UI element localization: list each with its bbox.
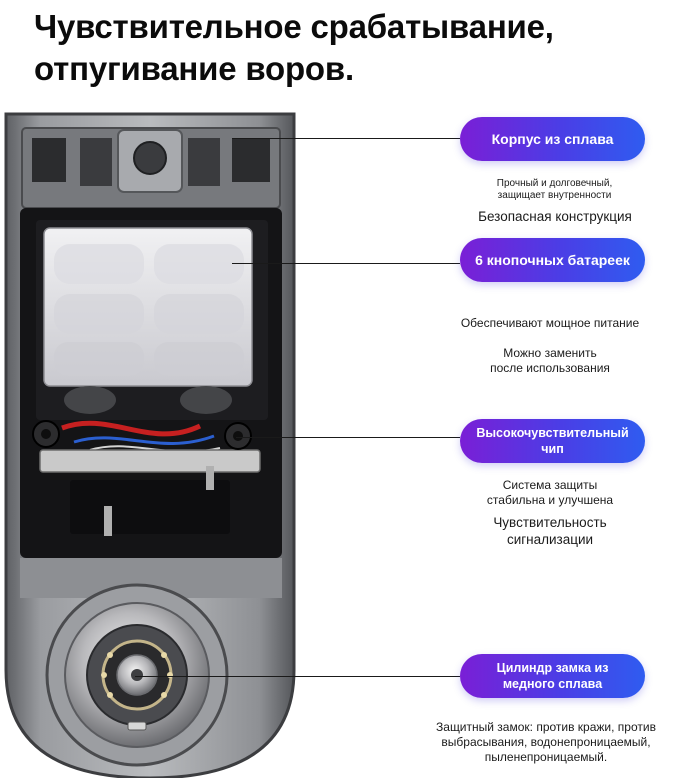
housing-subtitle: Безопасная конструкция xyxy=(478,209,632,224)
housing-caption-line-1: Прочный и долговечный, xyxy=(496,178,613,189)
leader-line-chip xyxy=(236,437,460,438)
headline: Чувствительное срабатывание, отпугивание… xyxy=(34,6,654,90)
cylinder-caption: Защитный замок: против кражи, против выб… xyxy=(420,720,672,765)
chip-subtitle-line-2: сигнализации xyxy=(506,532,594,547)
chip-caption-line-2: стабильна и улучшена xyxy=(486,493,614,507)
headline-line-1: Чувствительное срабатывание, xyxy=(34,8,554,45)
batteries-label: 6 кнопочных батареек xyxy=(475,252,630,268)
headline-line-2: отпугивание воров. xyxy=(34,50,354,87)
cylinder-caption-line-3: пыленепроницаемый. xyxy=(484,750,608,764)
chip-subtitle: Чувствительность сигнализации xyxy=(440,514,660,548)
batteries-subtitle: Можно заменить после использования xyxy=(440,346,660,376)
batteries-caption: Обеспечивают мощное питание xyxy=(460,316,640,330)
chip-label: Высокочувствительный чип xyxy=(476,426,629,456)
housing-label: Корпус из сплава xyxy=(491,131,614,147)
housing-caption: Прочный и долговечный, защищает внутренн… xyxy=(452,178,657,202)
batteries-subtitle-line-2: после использования xyxy=(490,361,610,375)
batteries-label-pill: 6 кнопочных батареек xyxy=(460,238,645,282)
cylinder-caption-line-1: Защитный замок: против кражи, против xyxy=(436,720,656,734)
cylinder-label-pill: Цилиндр замка из медного сплава xyxy=(460,654,645,698)
cylinder-label-line-1: Цилиндр замка из xyxy=(496,661,609,675)
leader-line-cylinder xyxy=(135,676,460,677)
housing-caption-line-2: защищает внутренности xyxy=(497,190,612,201)
leader-line-housing xyxy=(232,138,460,139)
housing-label-pill: Корпус из сплава xyxy=(460,117,645,161)
cylinder-label: Цилиндр замка из медного сплава xyxy=(497,660,609,692)
alarm-lock-illustration xyxy=(4,112,296,778)
chip-label-pill: Высокочувствительный чип xyxy=(460,419,645,463)
leader-line-batteries xyxy=(232,263,460,264)
chip-subtitle-line-1: Чувствительность xyxy=(493,515,607,530)
cylinder-caption-line-2: выбрасывания, водонепроницаемый, xyxy=(441,735,651,749)
cylinder-label-line-2: медного сплава xyxy=(502,677,603,691)
chip-caption-line-1: Система защиты xyxy=(502,478,598,492)
chip-caption: Система защиты стабильна и улучшена xyxy=(440,478,660,508)
batteries-subtitle-line-1: Можно заменить xyxy=(503,346,597,360)
